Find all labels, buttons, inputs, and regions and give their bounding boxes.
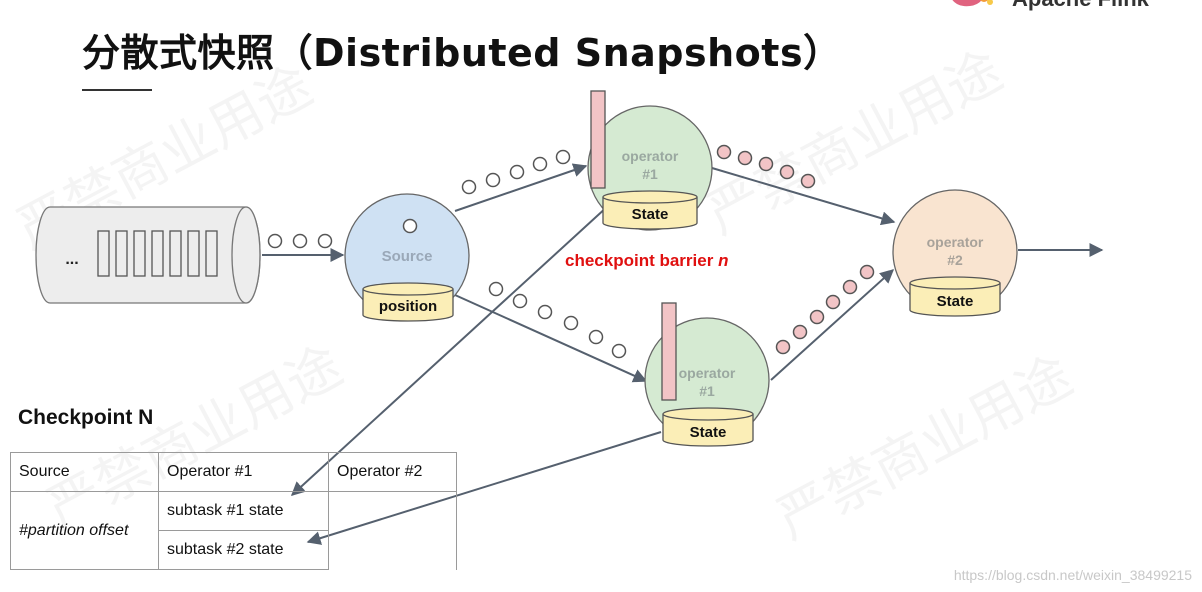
- position-storage: position: [362, 282, 454, 322]
- record-post-barrier: [737, 150, 753, 166]
- record: [588, 329, 604, 345]
- header-source: Source: [10, 452, 159, 492]
- table-row: Source Operator #1 Operator #2: [10, 452, 457, 492]
- operator1-bottom-state-label: State: [690, 424, 727, 441]
- record-post-barrier: [800, 173, 816, 189]
- record-post-barrier: [779, 164, 795, 180]
- position-storage-label: position: [379, 298, 437, 315]
- record-post-barrier: [716, 144, 732, 160]
- checkpoint-table: Source Operator #1 Operator #2 #partitio…: [10, 452, 457, 570]
- record: [512, 293, 528, 309]
- header-operator2: Operator #2: [328, 452, 457, 492]
- record: [509, 164, 525, 180]
- stream-ellipsis: ...: [65, 251, 78, 268]
- checkpoint-barrier-label: checkpoint barrier n: [565, 251, 728, 270]
- record-post-barrier: [809, 309, 825, 325]
- operator1-bottom-state-storage: State: [662, 407, 754, 447]
- record-post-barrier: [792, 324, 808, 340]
- record: [485, 172, 501, 188]
- operator1-top-state-label: State: [632, 206, 669, 223]
- operator1-bottom-node: operator #1 State: [644, 302, 770, 447]
- arrow-source-to-operator1-top: [454, 163, 588, 212]
- operator1-subtask2-state: subtask #2 state: [158, 530, 329, 570]
- operator1-subtask1-state: subtask #1 state: [158, 491, 329, 531]
- arrow-source-to-operator1-bottom: [454, 294, 648, 383]
- table-row: subtask #2 state: [11, 530, 457, 570]
- operator1-bottom-label-line1: operator: [679, 365, 736, 381]
- operator2-cell: [328, 491, 457, 570]
- record-post-barrier: [758, 156, 774, 172]
- arrow-operator1-bottom-to-operator2: [770, 269, 895, 381]
- record: [563, 315, 579, 331]
- operator2-label-line1: operator: [927, 234, 984, 250]
- record: [532, 156, 548, 172]
- record: [267, 233, 283, 249]
- record: [488, 281, 504, 297]
- title-underline: [82, 89, 152, 91]
- operator1-top-state-storage: State: [602, 190, 698, 230]
- record-post-barrier: [775, 339, 791, 355]
- record-post-barrier: [842, 279, 858, 295]
- operator2-label-line2: #2: [947, 252, 963, 268]
- checkpoint-barrier-bottom: [661, 302, 677, 401]
- operator2-node: operator #2 State: [892, 189, 1018, 317]
- source-partition-offset: #partition offset: [10, 491, 159, 570]
- operator1-bottom-label-line2: #1: [699, 383, 715, 399]
- header-operator1: Operator #1: [158, 452, 329, 492]
- record: [292, 233, 308, 249]
- table-row: #partition offset subtask #1 state: [10, 491, 457, 570]
- operator2-state-label: State: [937, 293, 974, 310]
- checkpoint-title: Checkpoint N: [18, 406, 154, 429]
- checkpoint-barrier-text: checkpoint barrier: [565, 251, 718, 270]
- watermark-text-4: 严禁商业用途: [767, 344, 1083, 552]
- operator1-top-label-line2: #1: [642, 166, 658, 182]
- operator2-state-storage: State: [909, 276, 1001, 317]
- operator1-top-node: operator #1 State: [587, 90, 713, 231]
- checkpoint-barrier-n: n: [718, 251, 728, 270]
- arrow-operator1-top-to-operator2: [711, 167, 896, 226]
- input-stream: ...: [35, 206, 261, 304]
- arrow-state-top-to-table: [290, 205, 609, 496]
- source-credit: https://blog.csdn.net/weixin_38499215: [953, 567, 1192, 583]
- record: [537, 304, 553, 320]
- record-post-barrier: [859, 264, 875, 280]
- source-node: Source position: [344, 193, 470, 322]
- checkpoint-barrier-top: [590, 90, 606, 189]
- record: [611, 343, 627, 359]
- record: [555, 149, 571, 165]
- squirrel-logo-icon: [952, 0, 993, 7]
- operator1-top-label-line1: operator: [622, 148, 679, 164]
- record-post-barrier: [825, 294, 841, 310]
- record: [317, 233, 333, 249]
- brand-name: Apache Flink: [1012, 0, 1149, 12]
- page-title: 分散式快照（Distributed Snapshots）: [82, 31, 842, 75]
- record: [461, 179, 477, 195]
- source-label: Source: [382, 248, 433, 265]
